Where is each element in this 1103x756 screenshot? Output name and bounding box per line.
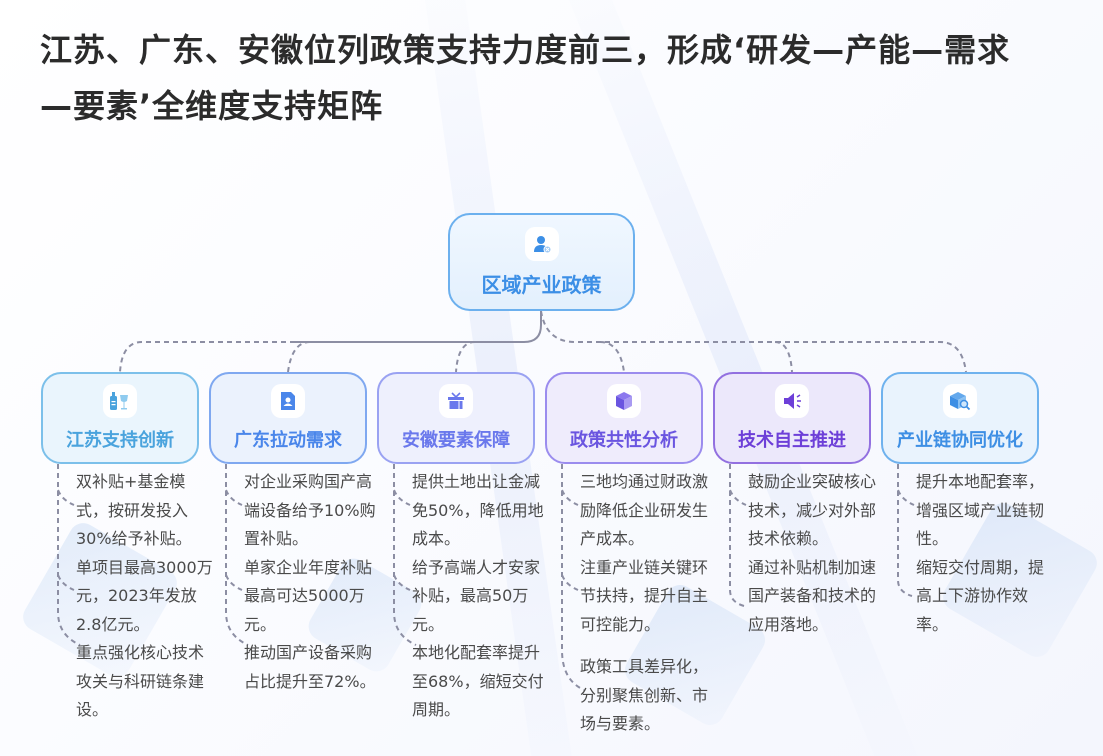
node-tech-autonomy[interactable]: 技术自主推进	[713, 372, 871, 464]
root-label: 区域产业政策	[481, 272, 602, 297]
box-icon	[607, 384, 641, 418]
node-label: 产业链协同优化	[897, 430, 1023, 451]
node-policy-analysis[interactable]: 政策共性分析	[545, 372, 703, 464]
list-item: 缩短交付周期，提高上下游协作效率。	[916, 557, 1045, 634]
list-item: 对企业采购国产高端设备给予10%购置补贴。	[244, 472, 376, 548]
node-label: 广东拉动需求	[234, 430, 342, 451]
node-guangdong[interactable]: 广东拉动需求	[209, 372, 367, 464]
box-search-icon	[943, 384, 977, 418]
list-item: 提供土地出让金减免50%，降低用地成本。	[412, 472, 544, 548]
list-item: 单家企业年度补贴最高可达5000万元。	[244, 557, 373, 634]
list-item: 单项目最高3000万元，2023年发放2.8亿元。	[76, 557, 213, 634]
node-label: 安徽要素保障	[402, 430, 510, 451]
node-description-list: 三地均通过财政激励降低企业研发生产成本。 注重产业链关键环节扶持，提升自主可控能…	[580, 468, 720, 739]
node-description-list: 双补贴+基金模式，按研发投入30%给予补贴。 单项目最高3000万元，2023年…	[76, 468, 216, 725]
node-description-list: 鼓励企业突破核心技术，减少对外部技术依赖。 通过补贴机制加速国产装备和技术的应用…	[748, 468, 888, 639]
node-label: 江苏支持创新	[66, 430, 174, 451]
node-label: 技术自主推进	[738, 430, 846, 451]
list-item: 给予高端人才安家补贴，最高50万元。	[412, 557, 541, 634]
node-description-list: 对企业采购国产高端设备给予10%购置补贴。 单家企业年度补贴最高可达5000万元…	[244, 468, 384, 696]
list-item: 三地均通过财政激励降低企业研发生产成本。	[580, 472, 709, 548]
bottle-glass-icon	[103, 384, 137, 418]
list-item: 政策工具差异化，分别聚焦创新、市场与要素。	[580, 657, 709, 733]
node-jiangsu[interactable]: 江苏支持创新	[41, 372, 199, 464]
root-node[interactable]: 区域产业政策	[448, 213, 635, 311]
user-settings-icon	[524, 226, 559, 261]
node-description-list: 提升本地配套率，增强区域产业链韧性。 缩短交付周期，提高上下游协作效率。	[916, 468, 1056, 639]
megaphone-icon	[775, 384, 809, 418]
node-description-list: 提供土地出让金减免50%，降低用地成本。 给予高端人才安家补贴，最高50万元。 …	[412, 468, 552, 725]
node-anhui[interactable]: 安徽要素保障	[377, 372, 535, 464]
list-item: 本地化配套率提升至68%，缩短交付周期。	[412, 643, 544, 719]
list-item: 重点强化核心技术攻关与科研链条建设。	[76, 643, 205, 719]
list-item: 推动国产设备采购占比提升至72%。	[244, 643, 376, 691]
gift-icon	[439, 384, 473, 418]
list-item: 通过补贴机制加速国产装备和技术的应用落地。	[748, 557, 877, 634]
list-item: 双补贴+基金模式，按研发投入30%给予补贴。	[76, 472, 192, 548]
page-title: 江苏、广东、安徽位列政策支持力度前三，形成‘研发—产能—需求—要素’全维度支持矩…	[40, 31, 1011, 125]
list-item: 注重产业链关键环节扶持，提升自主可控能力。	[580, 557, 709, 634]
list-item: 鼓励企业突破核心技术，减少对外部技术依赖。	[748, 472, 877, 548]
list-item: 提升本地配套率，增强区域产业链韧性。	[916, 472, 1045, 548]
node-label: 政策共性分析	[570, 430, 678, 451]
node-supply-chain[interactable]: 产业链协同优化	[881, 372, 1039, 464]
contact-card-icon	[271, 384, 305, 418]
